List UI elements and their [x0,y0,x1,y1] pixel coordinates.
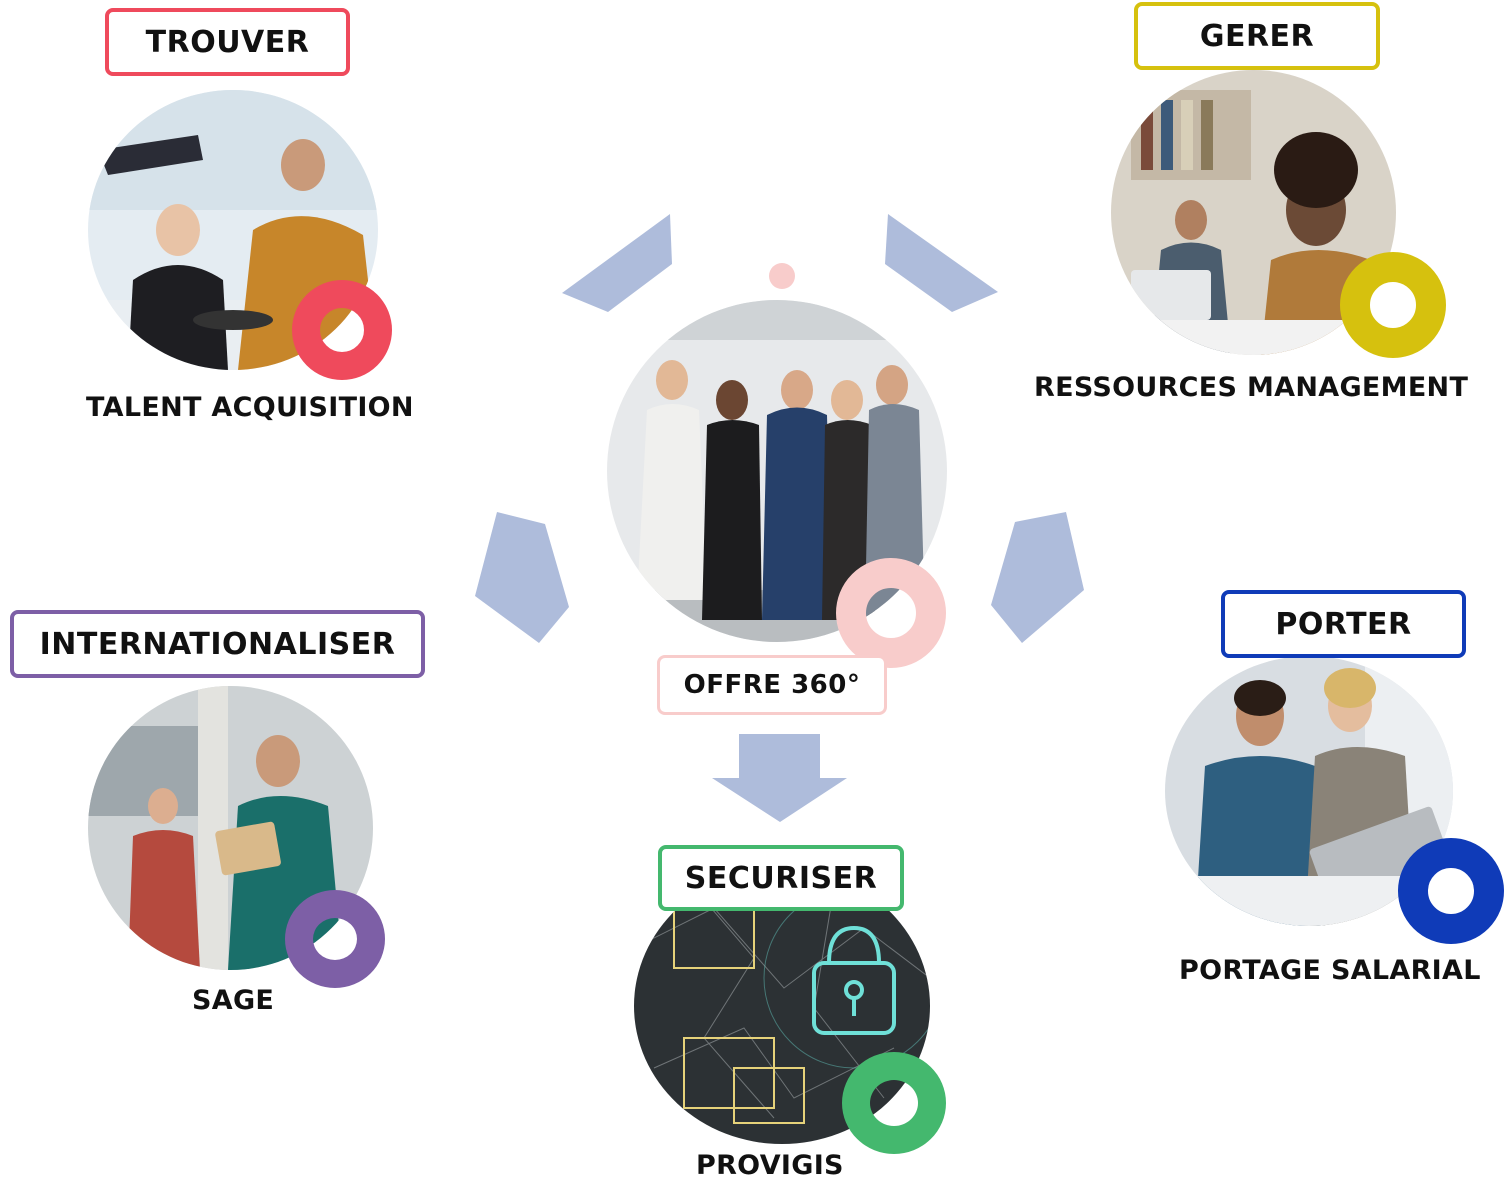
block-arrow-icon [885,214,998,312]
provigis-photo [634,868,930,1144]
tag-securiser: SECURISER [658,845,904,911]
caption-talent-acquisition: TALENT ACQUISITION [86,392,414,423]
tag-label: INTERNATIONALISER [39,626,396,662]
arrow-to-porter [991,512,1084,643]
ring-marker-icon [285,890,385,988]
arrow-to-trouver [562,214,672,312]
tag-porter: PORTER [1221,590,1466,658]
tag-label: PORTER [1275,606,1412,642]
arrow-to-gerer [885,214,998,312]
caption-sage: SAGE [192,985,275,1016]
tag-label: OFFRE 360° [683,670,861,700]
tag-internationaliser: INTERNATIONALISER [10,610,425,678]
tag-offre-360: OFFRE 360° [657,655,887,715]
tag-gerer: GERER [1134,2,1380,70]
tag-label: SECURISER [684,860,878,896]
tag-label: GERER [1199,18,1315,54]
block-arrow-icon [712,734,847,822]
ring-marker-icon [842,1052,946,1154]
block-arrow-icon [562,214,672,312]
ring-marker-icon [292,280,392,380]
ring-marker-icon [836,558,946,668]
caption-portage-salarial: PORTAGE SALARIAL [1179,955,1481,986]
ring-marker-icon [1398,838,1504,944]
dot-marker-icon [769,263,795,289]
block-arrow-icon [475,512,569,643]
ressources-management-photo [1111,70,1396,355]
tag-trouver: TROUVER [105,8,350,76]
caption-ressources-management: RESSOURCES MANAGEMENT [1034,372,1469,403]
arrow-to-internationaliser [475,512,569,643]
tag-label: TROUVER [145,24,310,60]
sage-photo [88,686,373,970]
caption-provigis: PROVIGIS [696,1150,844,1181]
ring-marker-icon [1340,252,1446,358]
block-arrow-icon [991,512,1084,643]
arrow-to-securiser [712,734,847,822]
